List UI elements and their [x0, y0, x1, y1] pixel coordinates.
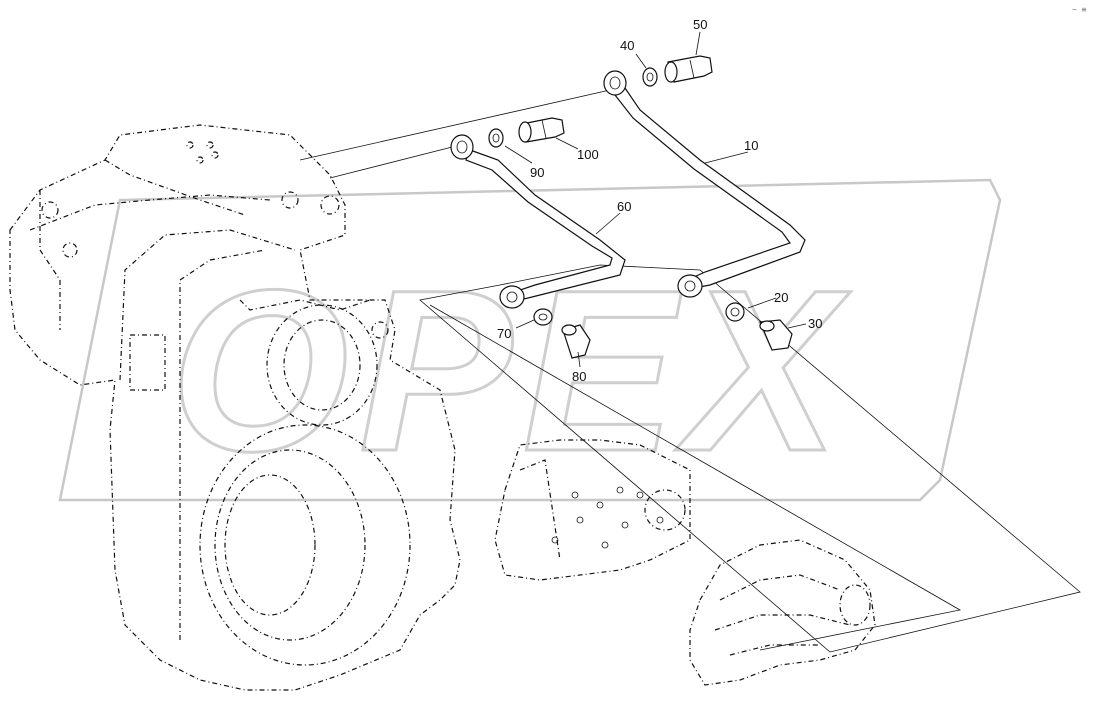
control-valve-block [689, 539, 876, 686]
transmission-housing [9, 124, 461, 691]
callout-30: 30 [808, 316, 822, 331]
bolt-30 [759, 319, 793, 351]
oil-pipe-60 [450, 134, 626, 309]
callout-50: 50 [693, 17, 707, 32]
callout-40: 40 [620, 38, 634, 53]
bolt-50 [664, 55, 713, 83]
callout-60: 60 [617, 199, 631, 214]
callout-10: 10 [744, 138, 758, 153]
callouts: 10 20 30 40 50 60 70 80 90 100 [497, 17, 822, 384]
seal-70 [533, 308, 553, 326]
assembly-lines [299, 89, 1081, 653]
bolt-100 [518, 117, 565, 143]
callout-90: 90 [530, 165, 544, 180]
seal-40 [642, 67, 658, 87]
valve-plate [494, 439, 691, 581]
oil-pipe-10 [603, 70, 806, 298]
callout-70: 70 [497, 326, 511, 341]
leader-lines [504, 31, 807, 368]
seal-20 [725, 302, 745, 322]
callout-100: 100 [577, 147, 599, 162]
corner-mark: ~ ≡ [1072, 5, 1087, 14]
watermark: OPEX [58, 178, 1002, 502]
seal-90 [488, 128, 504, 148]
callout-20: 20 [774, 290, 788, 305]
callout-80: 80 [572, 369, 586, 384]
bolt-80 [561, 324, 591, 359]
watermark-text: OPEX [170, 242, 851, 499]
